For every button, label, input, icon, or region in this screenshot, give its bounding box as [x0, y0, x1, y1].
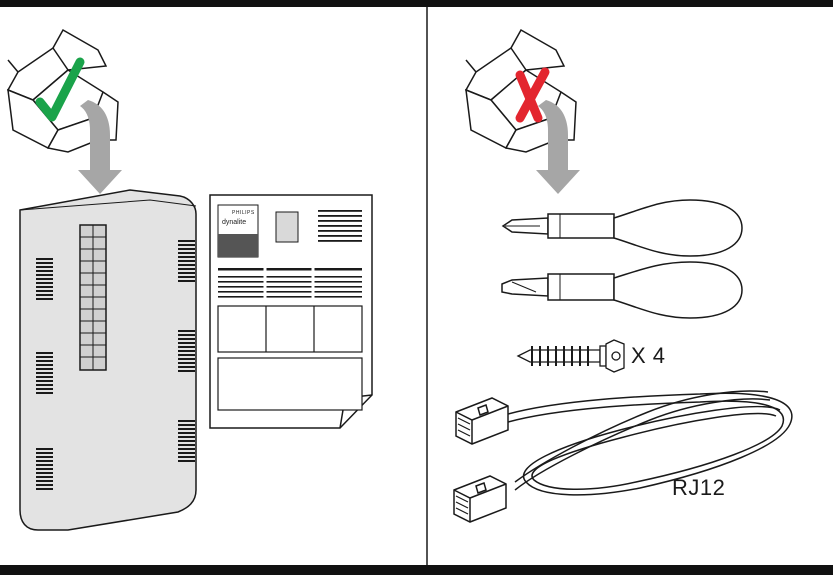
screw-icon: [516, 339, 625, 373]
manual-brand-bottom: dynalite: [222, 219, 247, 226]
top-border: [0, 0, 833, 7]
rj12-connector-icon: [455, 397, 509, 445]
instruction-sheet: [209, 194, 373, 429]
bottom-border: [0, 565, 833, 575]
manual-brand-top: PHILIPS: [232, 210, 255, 216]
arrow-down-icon: [78, 100, 122, 194]
arrow-down-icon: [536, 100, 580, 194]
check-icon: [35, 57, 85, 122]
rj12-cable-icon: [507, 390, 793, 496]
screw-quantity-label: X 4: [631, 343, 666, 368]
controller-device: [19, 189, 197, 531]
left-panel-included: [7, 29, 373, 531]
cross-icon: [515, 67, 550, 123]
phillips-screwdriver-icon: [501, 199, 743, 257]
rj12-connector-icon: [453, 475, 507, 523]
cable-type-label: RJ12: [672, 475, 726, 500]
right-panel-not-included: [453, 29, 793, 523]
flat-screwdriver-icon: [501, 261, 743, 319]
